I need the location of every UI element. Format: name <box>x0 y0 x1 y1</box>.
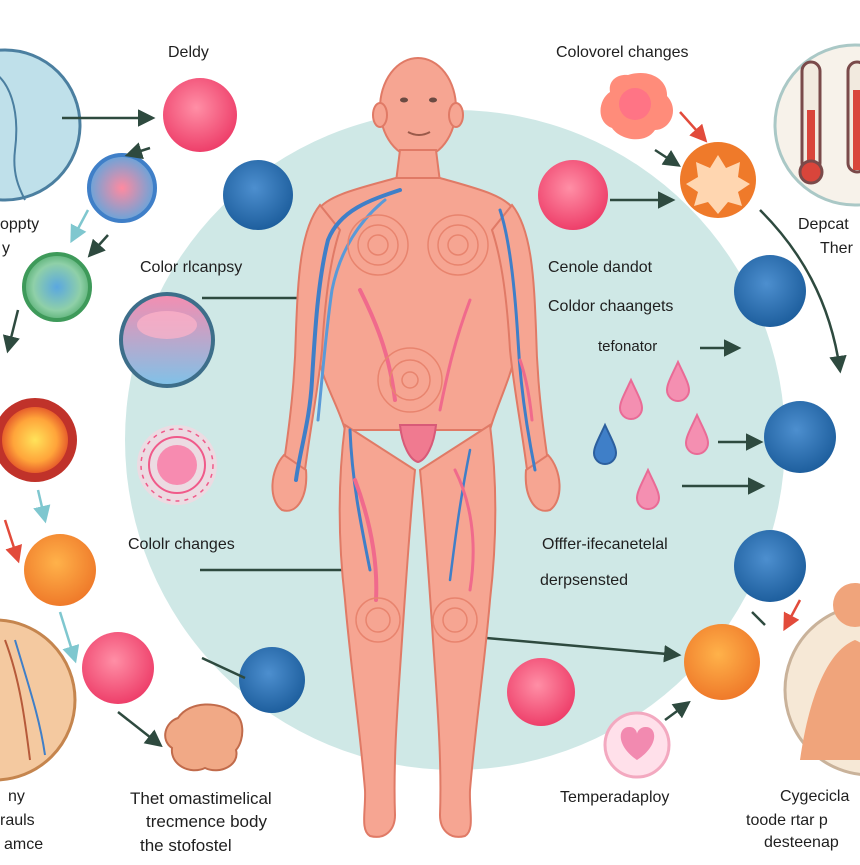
top-right-pink-circle <box>538 160 608 230</box>
label-bottom-center-1: Thet omastimelical <box>130 789 272 808</box>
top-right-thermometer-icon <box>773 43 860 207</box>
label-bottom-far-right-3: desteenap <box>764 834 839 851</box>
arrow <box>124 142 151 160</box>
label-left-edge-2: y <box>2 240 10 257</box>
label-mid-right-3: tefonator <box>598 338 658 355</box>
pink-droplet-icon-4 <box>635 467 661 510</box>
arrow <box>58 611 80 664</box>
left-sun-circle <box>0 398 77 482</box>
label-lower-left-1: Cololr changes <box>128 536 235 553</box>
arrow <box>783 599 802 632</box>
label-lower-right-1: Offfer-ifecanetelal <box>542 536 668 553</box>
label-bottom-right: Temperadaploy <box>560 789 670 806</box>
label-left-edge-1: oppty <box>0 216 40 233</box>
label-bottom-center-3: the stofostel <box>140 836 232 855</box>
label-bottom-far-right-1: Cygecicla <box>780 788 850 805</box>
arrow <box>474 635 682 663</box>
top-right-pink-flower-icon <box>600 72 674 140</box>
left-blue-pink-circle <box>87 153 157 223</box>
arrow <box>2 309 20 354</box>
arrow <box>3 519 22 564</box>
arrow <box>654 148 681 167</box>
label-bottom-left-2: rauls <box>0 812 35 829</box>
bottom-inner-blue-circle <box>239 647 305 713</box>
arrow <box>664 700 691 722</box>
right-blue-circle-3 <box>734 530 806 602</box>
left-orange-circle <box>24 534 96 606</box>
heart-circle-icon <box>603 711 671 779</box>
right-blue-circle-1 <box>734 255 806 327</box>
blue-droplet-icon <box>592 422 618 465</box>
arrow <box>87 234 109 258</box>
pink-droplet-icon-1 <box>618 377 644 420</box>
label-bottom-far-right-2: toode rtar p <box>746 812 828 829</box>
right-orange-star-circle <box>680 142 756 218</box>
label-top-right: Colovorel changes <box>556 44 689 61</box>
label-bottom-left-1: ny <box>8 788 25 805</box>
human-body-figure <box>271 57 561 838</box>
label-bottom-left-3: amce <box>4 836 44 853</box>
top-left-body-vignette-icon <box>0 48 82 202</box>
face-features <box>400 97 437 136</box>
label-lower-right-2: derpsensted <box>540 572 629 589</box>
top-left-pink-circle <box>163 78 237 152</box>
pink-droplet-icon-3 <box>684 412 710 455</box>
flow-arrows <box>2 109 847 748</box>
label-mid-right-2: Coldor chaangets <box>548 298 674 315</box>
bottom-right-body-vignette-icon <box>783 583 860 776</box>
bottom-left-blob-icon <box>164 703 244 772</box>
label-bottom-center-2: trecmence body <box>146 812 267 831</box>
right-blue-circle-2 <box>764 401 836 473</box>
arrow <box>201 656 246 680</box>
bottom-left-body-vignette-icon <box>0 618 77 782</box>
left-lens-circle <box>119 292 215 388</box>
arrow <box>70 209 90 244</box>
label-right-edge-2: Ther <box>820 240 853 257</box>
pink-droplet-icon-2 <box>665 359 691 402</box>
body-veins <box>294 188 537 602</box>
bottom-right-pink-circle <box>507 658 575 726</box>
arrow <box>751 611 766 626</box>
background-circle <box>125 110 785 770</box>
label-mid-left-1: Color rlcanpsy <box>140 259 243 276</box>
left-green-circle <box>22 252 92 322</box>
label-top-left: Deldy <box>168 44 209 61</box>
right-orange-circle <box>684 624 760 700</box>
arrow <box>33 489 51 524</box>
pink-cell-icon <box>137 425 217 505</box>
arrow <box>759 209 847 374</box>
top-inner-blue-circle <box>223 160 293 230</box>
bottom-left-pink-circle <box>82 632 154 704</box>
label-mid-right-1: Cenole dandot <box>548 259 653 276</box>
arrow <box>679 111 708 143</box>
body-swirls <box>347 214 489 643</box>
label-right-edge-1: Depcat <box>798 216 849 233</box>
arrow <box>117 711 163 748</box>
